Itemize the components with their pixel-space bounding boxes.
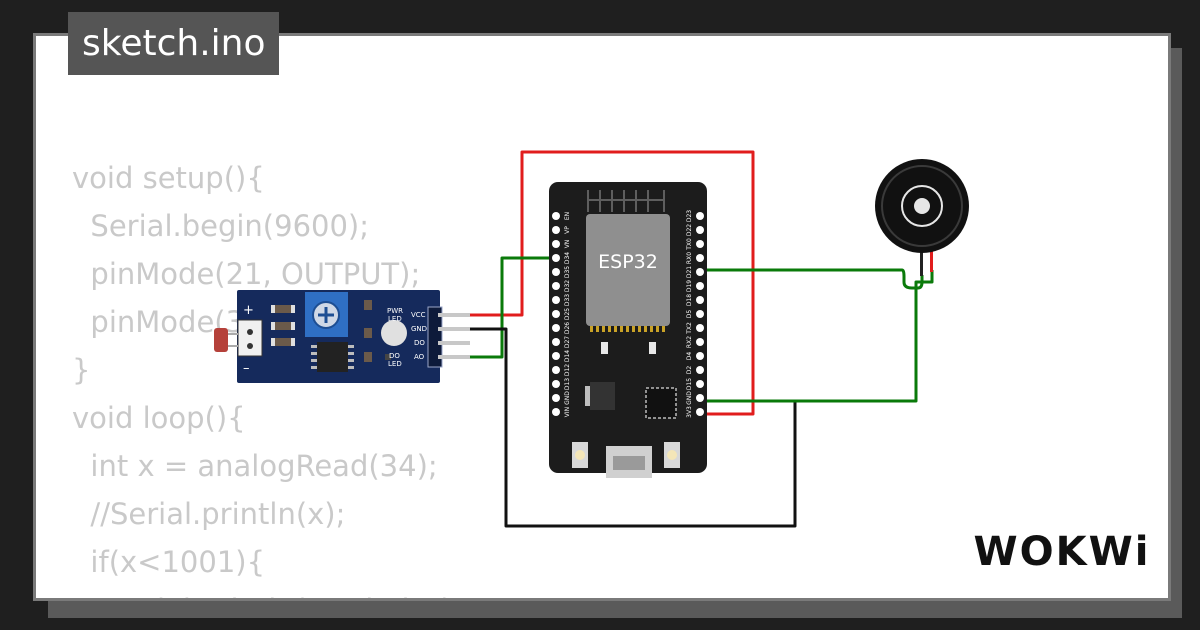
sensor-pin-label: AO bbox=[414, 353, 425, 361]
esp32-chip-label: ESP32 bbox=[598, 251, 658, 273]
wire-green-ao bbox=[468, 256, 556, 359]
esp32-pin-label: TX0 bbox=[686, 238, 693, 251]
piezo-buzzer[interactable] bbox=[875, 159, 969, 276]
esp32-pin-label: D2 bbox=[686, 366, 693, 375]
pwr-led-label: PWR bbox=[387, 307, 403, 315]
esp32-pin-label: 3V3 bbox=[686, 406, 693, 418]
esp32-pin-label: D32 bbox=[564, 280, 571, 292]
esp32-pin-label: D23 bbox=[686, 210, 693, 222]
esp32-pin-label: D13 bbox=[564, 378, 571, 390]
do-led-label: DO bbox=[389, 352, 400, 360]
sensor-pin-label: DO bbox=[414, 339, 425, 347]
esp32-pin-label: D12 bbox=[564, 364, 571, 376]
esp32-pin-label: RX0 bbox=[686, 252, 693, 264]
do-led-label-2: LED bbox=[388, 360, 402, 368]
code-line: //Serial.println(x); bbox=[72, 497, 346, 531]
esp32-pin-label: GND bbox=[564, 391, 571, 405]
code-line: Serial.begin(9600); bbox=[72, 209, 370, 243]
wire-green-d21 bbox=[700, 268, 924, 290]
esp32-pin-label: D33 bbox=[564, 294, 571, 306]
esp32-pin-label: EN bbox=[564, 212, 571, 220]
esp32-pin-label: D15 bbox=[686, 378, 693, 390]
esp32-right-pins bbox=[696, 212, 704, 416]
sensor-pin-label: GND bbox=[411, 325, 427, 333]
esp32-pin-label: GND bbox=[686, 391, 693, 405]
pwr-led-label-2: LED bbox=[388, 315, 402, 323]
esp32-pin-label: VIN bbox=[564, 407, 571, 417]
esp32-pin-label: VP bbox=[564, 226, 571, 234]
code-line: void setup(){ bbox=[72, 161, 265, 195]
esp32-pin-label: D18 bbox=[686, 294, 693, 306]
esp32-pin-label: VN bbox=[564, 240, 571, 249]
esp32-left-pins bbox=[552, 212, 560, 416]
wire-green-buzzer-gnd bbox=[700, 270, 934, 403]
esp32-pin-label: D25 bbox=[564, 308, 571, 320]
sensor-plus-label: + bbox=[243, 303, 254, 318]
sketch-filename-tab[interactable]: sketch.ino bbox=[68, 12, 280, 75]
esp32-pin-label: D5 bbox=[686, 310, 693, 319]
code-line: int x = analogRead(34); bbox=[72, 449, 438, 483]
sensor-minus-label: – bbox=[243, 361, 250, 376]
code-preview: void setup(){ Serial.begin(9600); pinMod… bbox=[72, 154, 462, 598]
code-line: } bbox=[72, 353, 91, 387]
esp32-pin-label: D21 bbox=[686, 266, 693, 278]
code-line: Serial.println("mahalo"); bbox=[72, 593, 462, 598]
esp32-pin-label: D19 bbox=[686, 280, 693, 292]
esp32-pin-label: RX2 bbox=[686, 336, 693, 348]
power-led bbox=[381, 320, 407, 346]
esp32-pin-label: D34 bbox=[564, 252, 571, 264]
photoresistor[interactable] bbox=[214, 328, 228, 352]
esp32-pin-label: D27 bbox=[564, 336, 571, 348]
esp32-pin-label: D14 bbox=[564, 350, 571, 362]
ldr-sensor-module[interactable]: + – PWR LED DO LED VCC GND DO AO bbox=[214, 290, 470, 383]
code-line: if(x<1001){ bbox=[72, 545, 266, 579]
esp32-pin-label: D26 bbox=[564, 322, 571, 334]
code-line: void loop(){ bbox=[72, 401, 246, 435]
wire-red-vcc bbox=[468, 150, 755, 416]
esp32-pin-label: D35 bbox=[564, 266, 571, 278]
esp32-pin-label: D22 bbox=[686, 224, 693, 236]
code-line: pinMode(21, OUTPUT); bbox=[72, 257, 421, 291]
sensor-pin-label: VCC bbox=[411, 311, 426, 319]
esp32-pin-label: D4 bbox=[686, 352, 693, 361]
wokwi-logo: WOKWi bbox=[974, 529, 1151, 575]
esp32-module bbox=[586, 214, 670, 326]
esp32-right-pin-labels: D23D22TX0RX0D21D19D18D5TX2RX2D4D2D15GND3… bbox=[686, 210, 693, 418]
esp32-pin-label: TX2 bbox=[686, 322, 693, 335]
